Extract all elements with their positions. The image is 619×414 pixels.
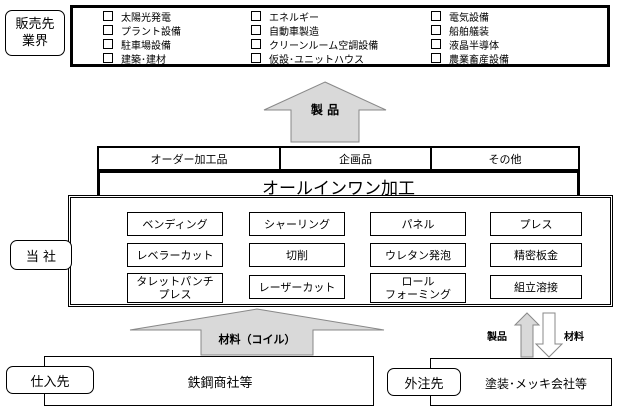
offering-order-made: オーダー加工品 — [97, 146, 281, 171]
industry-item: 液晶半導体 — [431, 39, 499, 53]
checkbox-icon — [431, 39, 441, 49]
checkbox-icon — [103, 25, 113, 35]
process-cell: ウレタン発泡 — [370, 243, 466, 267]
checkbox-icon — [431, 11, 441, 21]
checkbox-icon — [431, 53, 441, 63]
customer-industries-box: 太陽光発電 プラント設備 駐車場設備 建築･建材 エネルギー 自動車製造 クリー… — [70, 5, 610, 67]
material-arrow-label: 材料（コイル） — [218, 333, 296, 346]
supplier-name: 鉄鋼商社等 — [187, 375, 253, 391]
process-cell: ロール フォーミング — [370, 273, 466, 303]
checkbox-icon — [103, 53, 113, 63]
industry-item: 仮設･ユニットハウス — [251, 53, 364, 67]
subcontract-down-label: 材料 — [564, 332, 584, 343]
checkbox-icon — [251, 53, 261, 63]
process-cell: 切削 — [249, 243, 345, 267]
subcontract-label: 外注先 — [387, 368, 461, 396]
checkbox-icon — [103, 39, 113, 49]
industry-item: エネルギー — [251, 11, 319, 25]
subcontract-up-label: 製品 — [487, 332, 507, 343]
industry-item: 建築･建材 — [103, 53, 166, 67]
industry-item: 自動車製造 — [251, 25, 319, 39]
process-cell: レベラーカット — [127, 243, 223, 267]
checkbox-icon — [251, 11, 261, 21]
process-cell: シャーリング — [249, 212, 345, 236]
industry-item: 農業畜産設備 — [431, 53, 509, 67]
industry-item: プラント設備 — [103, 25, 181, 39]
industry-item: クリーンルーム空調設備 — [251, 39, 378, 53]
supplier-box — [44, 356, 374, 406]
supplier-label: 仕入先 — [6, 366, 94, 394]
subcontract-arrows — [513, 312, 564, 358]
process-cell: 精密板金 — [490, 243, 582, 267]
product-arrow-label: 製 品 — [310, 102, 340, 117]
subcontract-name: 塗装･メッキ会社等 — [484, 376, 587, 391]
checkbox-icon — [251, 25, 261, 35]
checkbox-icon — [431, 25, 441, 35]
process-cell: タレットパンチ プレス — [127, 273, 223, 303]
offering-other: その他 — [430, 146, 580, 171]
industry-item: 船舶艤装 — [431, 25, 489, 39]
material-arrow — [129, 308, 385, 356]
product-arrow — [263, 81, 387, 143]
industry-item: 電気設備 — [431, 11, 489, 25]
checkbox-icon — [103, 11, 113, 21]
industry-item: 太陽光発電 — [103, 11, 171, 25]
process-cell: 組立溶接 — [490, 275, 582, 299]
process-cell: レーザーカット — [249, 275, 345, 299]
company-label: 当 社 — [10, 240, 72, 270]
subcontract-box — [430, 358, 612, 406]
process-cell: ベンディング — [127, 212, 223, 236]
offering-planned: 企画品 — [279, 146, 432, 171]
process-cell: プレス — [490, 212, 582, 236]
customers-label: 販売先 業界 — [5, 10, 65, 56]
checkbox-icon — [251, 39, 261, 49]
industry-item: 駐車場設備 — [103, 39, 171, 53]
process-cell: パネル — [370, 212, 466, 236]
